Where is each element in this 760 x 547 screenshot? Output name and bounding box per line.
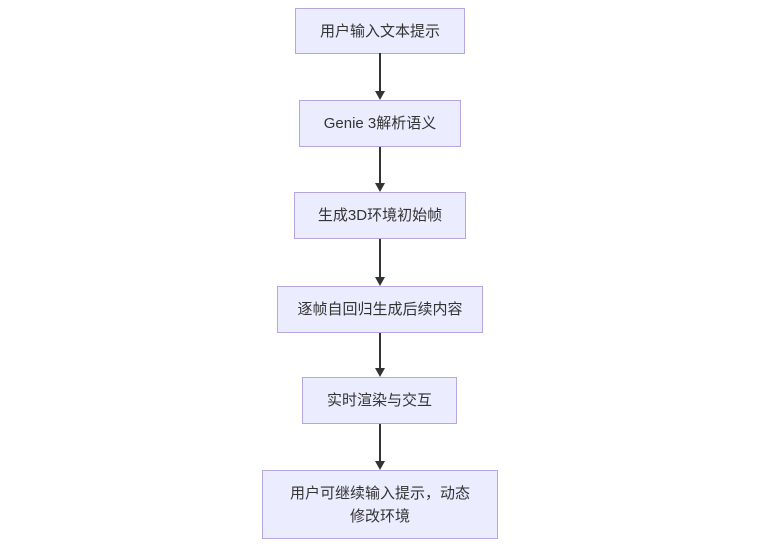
flow-node-generate-initial-frame: 生成3D环境初始帧 bbox=[294, 192, 466, 239]
flow-node-label: 生成3D环境初始帧 bbox=[317, 207, 443, 224]
flow-node-genie-parse: Genie 3解析语义 bbox=[299, 100, 461, 147]
flow-node-realtime-render: 实时渲染与交互 bbox=[302, 377, 457, 424]
flow-node-label: 逐帧自回归生成后续内容 bbox=[297, 301, 463, 318]
flow-node-label: 实时渲染与交互 bbox=[326, 392, 432, 409]
arrow-shaft bbox=[379, 147, 381, 183]
arrow-down-4 bbox=[374, 333, 386, 377]
arrowhead-icon bbox=[375, 183, 385, 192]
arrow-shaft bbox=[379, 239, 381, 277]
arrowhead-icon bbox=[375, 277, 385, 286]
flow-node-autoregressive-generation: 逐帧自回归生成后续内容 bbox=[277, 286, 483, 333]
flow-node-label: Genie 3解析语义 bbox=[323, 115, 437, 132]
arrowhead-icon bbox=[375, 91, 385, 100]
flow-node-label: 用户可继续输入提示，动态 bbox=[289, 484, 470, 502]
arrowhead-icon bbox=[375, 368, 385, 377]
flow-node-user-input: 用户输入文本提示 bbox=[295, 8, 465, 54]
arrowhead-icon bbox=[375, 461, 385, 470]
arrow-shaft bbox=[379, 424, 381, 461]
flow-node-label: 用户输入文本提示 bbox=[319, 22, 440, 40]
flow-node-continue-input-modify-env: 用户可继续输入提示，动态修改环境 bbox=[262, 470, 498, 539]
arrow-down-2 bbox=[374, 147, 386, 192]
arrow-down-1 bbox=[374, 53, 386, 100]
arrow-down-5 bbox=[374, 424, 386, 470]
arrow-shaft bbox=[379, 333, 381, 368]
arrow-shaft bbox=[379, 53, 381, 91]
flow-node-label-line2: 修改环境 bbox=[349, 507, 410, 525]
arrow-down-3 bbox=[374, 239, 386, 286]
